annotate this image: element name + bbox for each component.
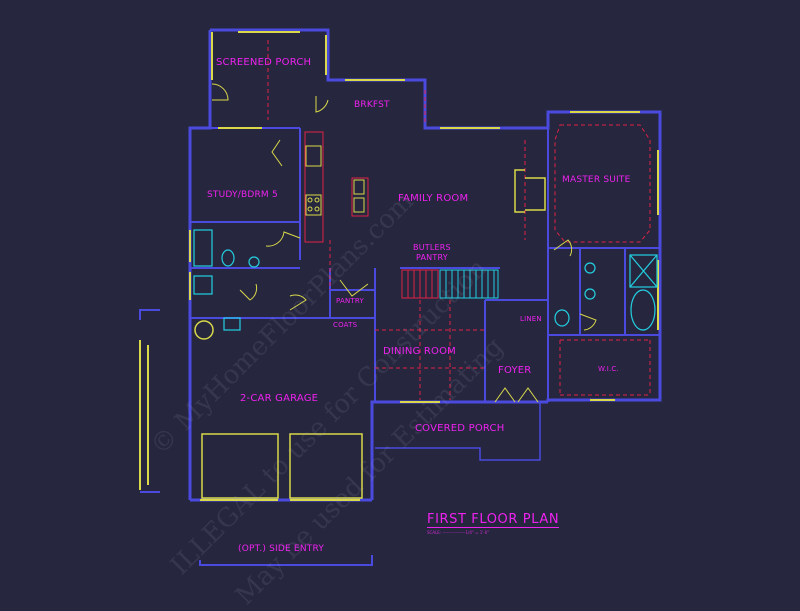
interior-walls [190, 127, 660, 402]
plan-scale: SCALE: ----------------1/4" = 1'-0" [427, 530, 490, 535]
label-screened-porch: SCREENED PORCH [216, 57, 312, 68]
label-butlers: BUTLERS [413, 243, 451, 252]
label-pantry: PANTRY [336, 297, 364, 305]
label-foyer: FOYER [498, 365, 532, 376]
label-dining-room: DINING ROOM [383, 346, 457, 357]
covered-porch-outline [375, 402, 541, 461]
staircase [439, 269, 499, 299]
label-brkfst: BRKFST [354, 100, 390, 110]
butler-pantry-counter [401, 269, 439, 299]
kitchen-cabinets [304, 131, 369, 243]
door-swings [211, 83, 597, 403]
fireplace [514, 169, 546, 213]
label-covered-porch: COVERED PORCH [415, 423, 505, 434]
hidden-lines [267, 40, 651, 400]
plan-title: FIRST FLOOR PLAN [427, 512, 560, 528]
label-side-entry: (OPT.) SIDE ENTRY [238, 544, 325, 554]
side-entry [139, 309, 373, 566]
label-master-suite: MASTER SUITE [562, 175, 631, 185]
label-study: STUDY/BDRM 5 [207, 190, 278, 200]
label-wic: W.I.C. [598, 365, 619, 373]
label-linen: LINEN [520, 315, 542, 323]
label-coats: COATS [333, 321, 358, 329]
bath-fixtures [193, 229, 658, 331]
label-family-room: FAMILY ROOM [398, 193, 469, 204]
label-garage: 2-CAR GARAGE [240, 393, 319, 404]
kitchen-appliances [305, 145, 365, 216]
label-butlers-pantry: PANTRY [416, 253, 448, 262]
garage-doors [201, 433, 363, 499]
garage-items [194, 320, 214, 340]
